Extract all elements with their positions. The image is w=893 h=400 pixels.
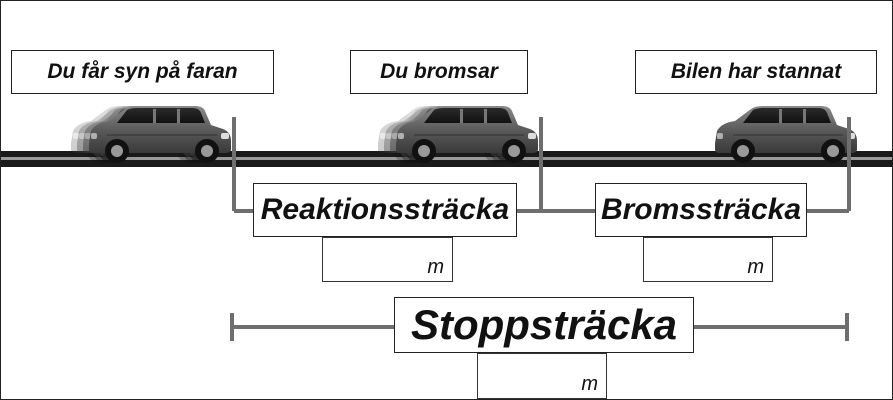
unit-label: m (427, 256, 444, 278)
road-stripe (1, 157, 892, 160)
phase-label-stopped: Bilen har stannat (635, 50, 877, 94)
braking-distance-label: Bromssträcka (595, 183, 807, 237)
braking-distance-answer-box[interactable]: m (643, 237, 773, 282)
phase-label-see-danger: Du får syn på faran (11, 50, 274, 94)
stopping-distance-label: Stoppsträcka (394, 297, 694, 353)
unit-label: m (581, 373, 598, 395)
connector-lines (230, 117, 851, 341)
reaction-distance-label: Reaktionssträcka (253, 183, 517, 237)
unit-label: m (747, 256, 764, 278)
phase-label-braking: Du bromsar (350, 50, 528, 94)
reaction-distance-answer-box[interactable]: m (322, 237, 453, 282)
stopping-distance-answer-box[interactable]: m (477, 353, 607, 399)
